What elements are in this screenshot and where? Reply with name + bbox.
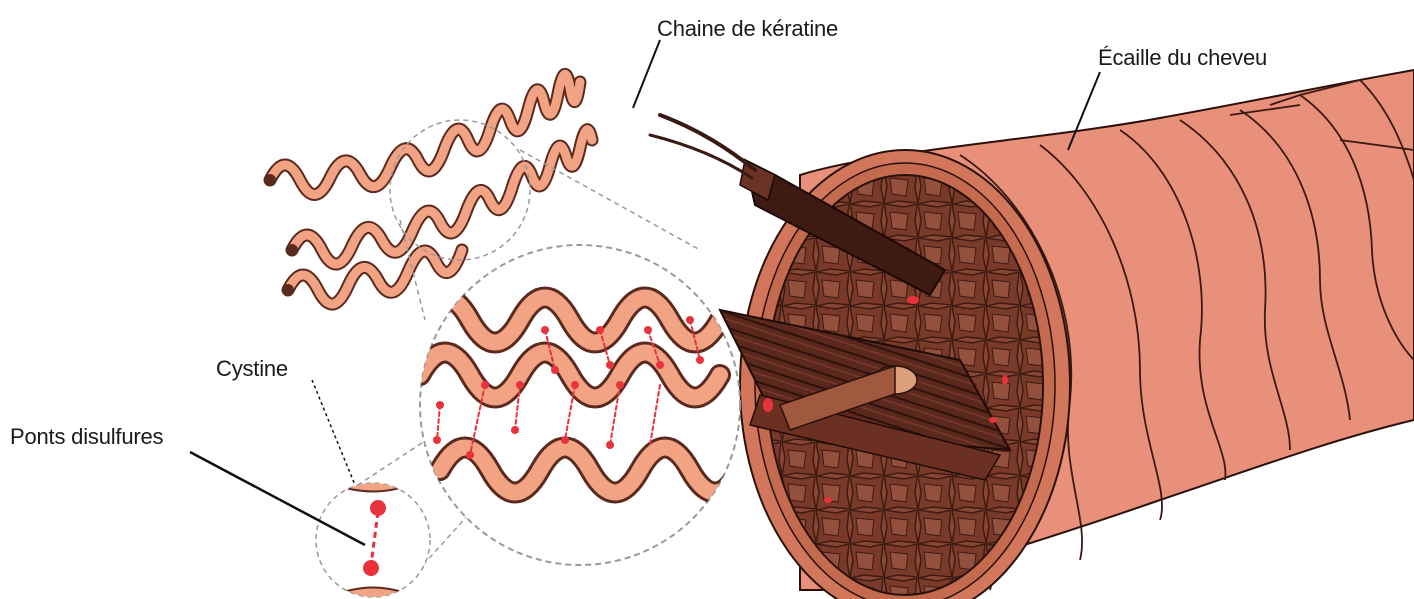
hair-scale-label: Écaille du cheveu (1098, 45, 1267, 71)
cystine-bond-circle (316, 470, 430, 599)
magnified-chains-circle (420, 245, 740, 565)
keratin-chain-label: Chaine de kératine (657, 16, 838, 42)
hair-shaft (720, 70, 1414, 599)
cystine-label: Cystine (216, 356, 288, 382)
disulfide-bridges-label: Ponts disulfures (10, 424, 163, 450)
